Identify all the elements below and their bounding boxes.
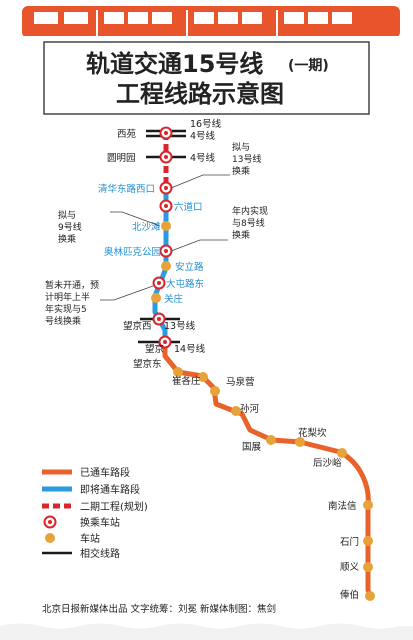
crossing-lines [138,129,186,344]
station-hualikan[interactable] [295,437,305,447]
transfer-station-datun[interactable] [152,276,166,290]
title-line1-paren: (一期) [288,58,329,74]
title-line1: 轨道交通15号线 [86,50,263,78]
label-cuigezhuang: 崔各庄 [172,375,201,387]
label-wangjing: 望京 [145,343,164,355]
station-shunyi[interactable] [363,562,373,572]
bottom-edge [0,623,413,640]
label-line14: 14号线 [174,343,206,355]
legend-opening-soon-label: 即将通车路段 [80,483,140,496]
label-line13: 13号线 [164,320,196,332]
label-shimen: 石门 [340,536,359,548]
label-anli: 安立路 [175,261,204,273]
label-guanzhuang: 关庄 [164,293,184,305]
legend-crossing-label: 相交线路 [80,547,120,560]
note-aolin: 年内实现 与8号线 换乘 [232,205,271,241]
legend-phase2-label: 二期工程(规划) [80,500,148,513]
note-datun: 暂未开通，预 计明年上半 年实现与5 号线换乘 [45,279,102,327]
label-datun: 大屯路东 [166,278,204,290]
station-sunhe[interactable] [231,406,241,416]
label-line4-yuanmingyuan: 4号线 [190,152,216,164]
legend: 已通车路段 即将通车路段 二期工程(规划) 换乘车站 车站 相交线路 [42,466,148,560]
label-maquanying: 马泉营 [226,376,255,388]
station-houshayu[interactable] [337,448,347,458]
legend-operating-label: 已通车路段 [80,466,130,479]
station-anli[interactable] [161,261,171,271]
station-fengbo[interactable] [365,591,375,601]
label-qinghua: 清华东路西口 [98,183,155,195]
title-line2: 工程线路示意图 [116,80,284,108]
transfer-station-qinghua[interactable] [159,181,173,195]
label-line4-xiyuan: 4号线 [190,130,216,142]
transfer-station-xiyuan[interactable] [159,126,173,140]
label-sunhe: 孙河 [240,403,260,415]
legend-station-label: 车站 [80,532,100,545]
transfer-station-wangjingxi[interactable] [152,312,166,326]
station-wangjingdong[interactable] [173,367,183,377]
label-liudaokou: 六道口 [174,201,203,213]
label-beishawa: 北沙滩 [132,221,161,233]
train-banner [22,6,400,40]
station-maquanying[interactable] [210,386,220,396]
legend-transfer-label: 换乘车站 [80,516,120,529]
label-houshayu: 后沙峪 [313,458,342,469]
label-xiyuan: 西苑 [117,128,137,140]
callout-leaders [100,174,230,301]
transfer-station-aolin[interactable] [159,244,173,258]
label-line16: 16号线 [190,118,222,130]
label-aolin: 奥林匹克公园 [104,246,161,258]
label-fengbo: 俸伯 [340,589,359,601]
station-guozhan[interactable] [266,435,276,445]
transfer-station-liudaokou[interactable] [159,199,173,213]
note-qinghua: 拟与 13号线 换乘 [232,141,264,177]
label-wangjingxi: 望京西 [123,320,152,332]
regular-stations [151,221,375,601]
label-hualikan: 花梨坎 [298,427,327,439]
transfer-station-wangjing[interactable] [158,335,172,349]
station-cuigezhuang[interactable] [198,372,208,382]
transfer-stations [152,126,173,349]
note-beishawa: 拟与 9号线 换乘 [58,209,85,245]
label-wangjingdong: 望京东 [133,358,162,370]
label-nanfaxin: 南法信 [328,500,357,512]
transfer-station-yuanmingyuan[interactable] [159,150,173,164]
legend-station-icon [45,533,55,543]
station-shimen[interactable] [363,536,373,546]
label-guozhan: 国展 [242,442,262,453]
title-box: 轨道交通15号线 (一期) 工程线路示意图 [43,41,370,115]
station-guanzhuang[interactable] [151,293,161,303]
label-shunyi: 顺义 [340,562,360,573]
station-nanfaxin[interactable] [363,500,373,510]
station-beishawa[interactable] [161,221,171,231]
label-yuanmingyuan: 圆明园 [107,153,136,164]
footer-credit: 北京日报新媒体出品 文字统筹：刘冕 新媒体制图：焦剑 [42,603,276,615]
